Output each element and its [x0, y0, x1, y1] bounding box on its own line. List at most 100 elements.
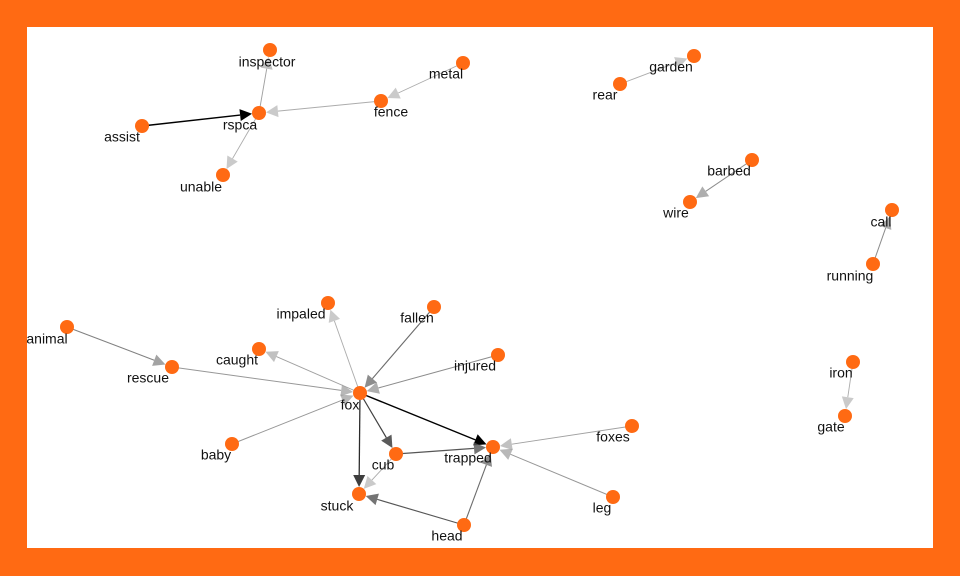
node-label-stuck: stuck: [321, 498, 355, 514]
edge-line: [359, 392, 476, 441]
edge-arrowhead: [353, 474, 366, 488]
edge-line: [141, 114, 241, 127]
edge-line: [378, 354, 499, 389]
node-label-metal: metal: [429, 66, 463, 82]
node-metal: [456, 56, 470, 70]
node-label-rspca: rspca: [223, 117, 257, 133]
edge-line: [232, 112, 260, 159]
node-label-fox: fox: [341, 397, 360, 413]
node-label-foxes: foxes: [596, 429, 629, 445]
edges-layer: [66, 56, 892, 526]
edge-rescue-fox: [171, 366, 354, 397]
edge-line: [277, 100, 382, 112]
node-label-running: running: [827, 268, 874, 284]
edge-line: [359, 392, 387, 438]
edge-rear-garden: [619, 57, 688, 85]
edge-arrowhead: [674, 57, 688, 69]
edge-leg-trapped: [499, 448, 614, 498]
edge-line: [358, 392, 361, 476]
node-label-head: head: [431, 528, 462, 544]
node-label-caught: caught: [216, 352, 258, 368]
node-label-fallen: fallen: [400, 310, 433, 326]
node-label-garden: garden: [649, 59, 693, 75]
edge-metal-fence: [387, 62, 464, 99]
node-label-wire: wire: [662, 205, 689, 221]
node-label-trapped: trapped: [444, 450, 491, 466]
node-fence: [374, 94, 388, 108]
edge-line: [398, 62, 464, 94]
node-caught: [252, 342, 266, 356]
node-iron: [846, 355, 860, 369]
edge-line: [276, 356, 361, 394]
node-rear: [613, 77, 627, 91]
edge-arrowhead: [695, 186, 710, 199]
edge-arrowhead: [265, 105, 279, 118]
node-label-inspector: inspector: [239, 54, 296, 70]
edge-line: [371, 306, 435, 379]
node-garden: [687, 49, 701, 63]
edge-arrowhead: [328, 309, 341, 323]
edge-line: [511, 425, 633, 445]
node-leg: [606, 490, 620, 504]
edge-foxes-trapped: [499, 425, 633, 451]
node-call: [885, 203, 899, 217]
edge-arrowhead: [260, 56, 273, 70]
edge-arrowhead: [366, 382, 380, 394]
edge-fox-trapped: [359, 392, 487, 446]
edge-line: [377, 498, 465, 526]
edge-assist-rspca: [141, 109, 253, 127]
edge-rspca-inspector: [258, 56, 273, 114]
node-label-fence: fence: [374, 104, 408, 120]
edge-arrowhead: [340, 384, 354, 397]
edge-line: [463, 464, 487, 526]
node-stuck: [352, 487, 366, 501]
edge-head-trapped: [463, 453, 493, 526]
nodes-layer: [60, 43, 899, 532]
node-trapped: [486, 440, 500, 454]
node-inspector: [263, 43, 277, 57]
node-label-animal: animal: [27, 331, 68, 347]
edge-arrowhead: [340, 394, 354, 406]
node-unable: [216, 168, 230, 182]
node-barbed: [745, 153, 759, 167]
node-label-injured: injured: [454, 358, 496, 374]
edge-arrowhead: [152, 354, 166, 366]
node-label-rescue: rescue: [127, 370, 169, 386]
node-label-gate: gate: [817, 419, 844, 435]
edge-baby-fox: [231, 394, 354, 445]
node-label-unable: unable: [180, 179, 222, 195]
edge-cub-trapped: [395, 442, 487, 455]
node-running: [866, 257, 880, 271]
edge-arrowhead: [841, 396, 854, 410]
edge-arrowhead: [387, 87, 401, 99]
edge-arrowhead: [364, 374, 377, 388]
node-fallen: [427, 300, 441, 314]
edge-line: [258, 68, 268, 114]
edge-head-stuck: [365, 493, 465, 526]
edge-fox-caught: [265, 351, 361, 394]
edge-line: [231, 399, 343, 445]
edge-fox-stuck: [353, 392, 366, 488]
edge-arrowhead: [473, 442, 487, 455]
node-injured: [491, 348, 505, 362]
edge-arrowhead: [473, 434, 487, 446]
node-wire: [683, 195, 697, 209]
node-label-rear: rear: [593, 87, 618, 103]
edge-line: [705, 159, 753, 192]
node-animal: [60, 320, 74, 334]
edge-arrowhead: [365, 493, 379, 506]
edge-fallen-fox: [364, 306, 435, 388]
edge-arrowhead: [499, 438, 513, 451]
node-foxes: [625, 419, 639, 433]
node-rescue: [165, 360, 179, 374]
edge-fence-rspca: [265, 100, 382, 118]
edge-arrowhead: [239, 109, 253, 122]
edge-line: [395, 447, 475, 455]
node-head: [457, 518, 471, 532]
edge-line: [510, 453, 614, 498]
edge-animal-rescue: [66, 326, 166, 366]
edge-fox-impaled: [328, 309, 361, 394]
node-impaled: [321, 296, 335, 310]
